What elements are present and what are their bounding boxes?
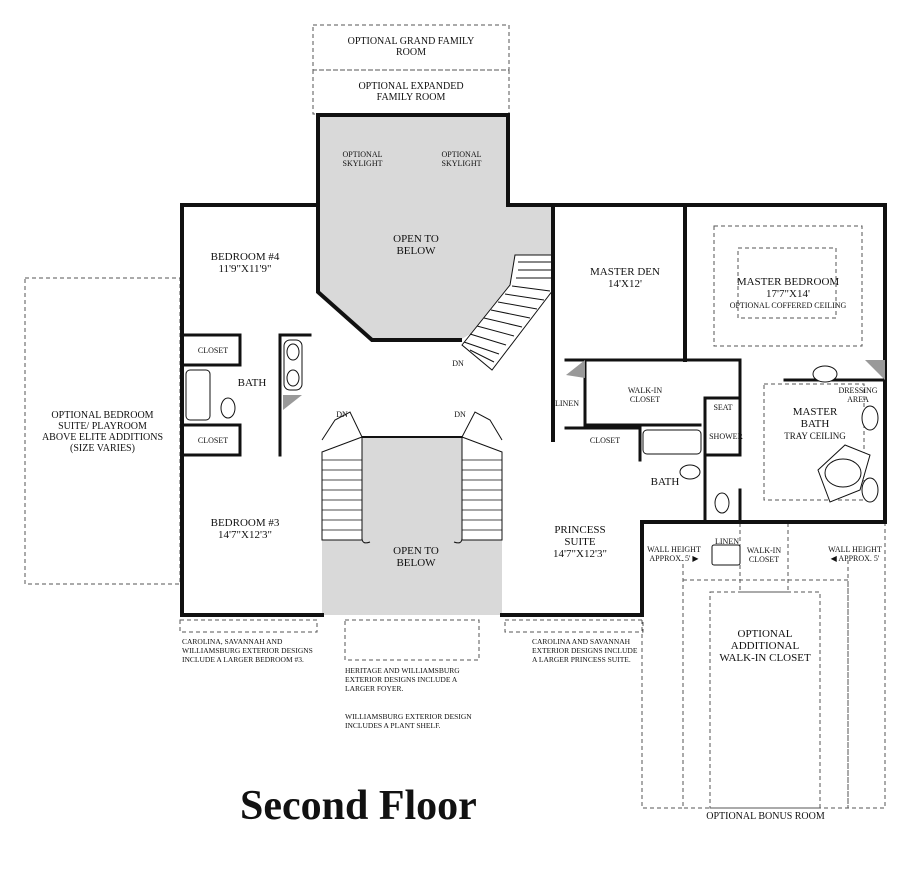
shower-label: SHOWER: [709, 432, 743, 441]
dn-upper-label: DN: [452, 359, 464, 368]
seat-label: SEAT: [713, 403, 733, 412]
bonus-room-left-outline: [641, 522, 684, 809]
closet-princess-label: CLOSET: [589, 436, 621, 445]
wall-height-right-label: WALL HEIGHT◀ APPROX. 5': [828, 545, 882, 563]
open-to-below-areas: [318, 115, 553, 615]
princess-extension-outline: [504, 619, 644, 633]
foyer-open-area: [322, 437, 502, 615]
upper-open-area: [318, 115, 553, 340]
walls: [180, 113, 887, 617]
dn-left-label: DN: [336, 410, 348, 419]
dn-right-label: DN: [454, 410, 466, 419]
stairs: [321, 254, 554, 544]
bonus-room-label: OPTIONAL BONUS ROOM: [706, 811, 825, 822]
additional-walk-in-closet-outline: [709, 591, 821, 809]
bath-left-label: BATH: [237, 377, 267, 389]
linen-label: LINEN: [555, 399, 579, 408]
bath-right-label: BATH: [650, 476, 680, 488]
page-title: Second Floor: [240, 783, 477, 829]
bedroom3-extension-outline: [179, 619, 318, 633]
closet-upper-label: CLOSET: [197, 346, 229, 355]
corner-shading: [283, 360, 885, 410]
bonus-room-outline: [682, 579, 849, 809]
tray-ceiling-outline: [763, 383, 865, 501]
fixtures: [185, 339, 879, 566]
coffered-ceiling-inner: [737, 247, 837, 319]
bonus-room-right-outline: [847, 522, 886, 809]
coffered-ceiling-outer: [713, 225, 863, 347]
linen-master-label: LINEN: [715, 537, 739, 546]
foyer-extension-outline: [344, 619, 480, 661]
closet-lower-label: CLOSET: [197, 436, 229, 445]
